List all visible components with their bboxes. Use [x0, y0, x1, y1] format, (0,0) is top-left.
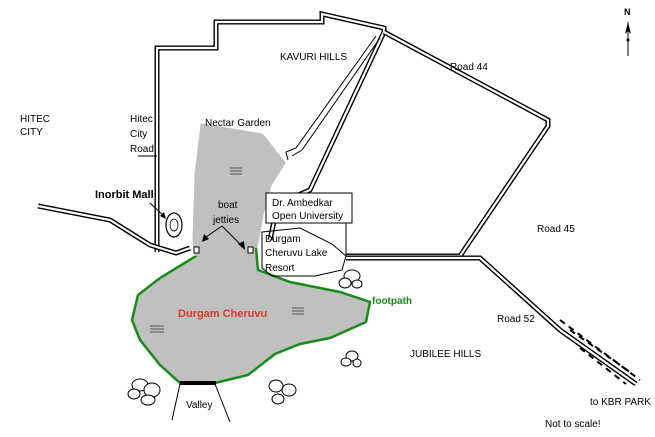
jubilee-hills-label: JUBILEE HILLS — [410, 349, 481, 360]
footpath-label: footpath — [372, 296, 412, 307]
hitec-city-area-line1: HITEC — [20, 114, 50, 125]
lake-resort-outline — [261, 227, 347, 277]
boulder-rocks-icon — [268, 379, 297, 405]
inorbit-mall-building — [165, 212, 183, 238]
valley-line-right — [214, 383, 231, 423]
lake-resort-label-2: Cheruvu Lake — [265, 248, 328, 259]
lake-resort-label-1: Durgam — [265, 234, 301, 245]
ambedkar-university-box — [265, 192, 353, 224]
valley-line-left — [171, 383, 181, 421]
boulder-rocks-icon — [338, 269, 363, 289]
dam-wall — [180, 381, 216, 385]
boat-jetties-label-2: jetties — [212, 215, 239, 226]
road-52 — [346, 255, 638, 387]
lake-name-label: Durgam Cheruvu — [178, 308, 267, 320]
hitec-city-road-label-3: Road — [130, 144, 154, 155]
compass-label: N — [624, 7, 631, 17]
ambedkar-label-1: Dr. Ambedkar — [272, 198, 333, 209]
north-arrow-icon — [625, 22, 631, 56]
not-to-scale-note: Not to scale! — [545, 419, 601, 430]
road-45-label: Road 45 — [537, 224, 575, 235]
boat-jetties-label-1: boat — [218, 200, 238, 211]
hitec-city-road-label-1: Hitec — [130, 114, 153, 125]
boulder-rocks-icon — [340, 350, 362, 368]
jetty-arrows — [205, 225, 241, 245]
lake-body — [130, 123, 372, 385]
nectar-garden-access-road-inner — [291, 37, 381, 157]
road-44-label: Road 44 — [450, 62, 488, 73]
water-marsh-icon — [292, 307, 304, 315]
ambedkar-label-2: Open University — [272, 211, 343, 222]
inorbit-mall-label: Inorbit Mall — [95, 189, 154, 201]
hitec-city-road-label-2: City — [130, 129, 147, 140]
road-44 — [346, 29, 551, 259]
kbr-park-dashes — [559, 319, 641, 385]
boat-jetty-right — [247, 246, 254, 254]
inorbit-mall-road — [37, 203, 191, 256]
nectar-garden-label: Nectar Garden — [205, 118, 271, 129]
kbr-park-label: to KBR PARK — [590, 397, 651, 408]
boat-jetty-left — [193, 246, 200, 254]
kavuri-hills-label: KAVURI HILLS — [280, 52, 347, 63]
boulder-rocks-icon — [127, 378, 161, 406]
road-52-label: Road 52 — [497, 314, 535, 325]
water-marsh-icon — [230, 167, 242, 175]
lake-resort-label-3: Resort — [265, 263, 295, 274]
water-marsh-icon — [150, 325, 164, 333]
valley-label: Valley — [186, 400, 213, 411]
nectar-garden-access-road — [285, 35, 377, 161]
hitec-city-area-line2: CITY — [20, 127, 43, 138]
